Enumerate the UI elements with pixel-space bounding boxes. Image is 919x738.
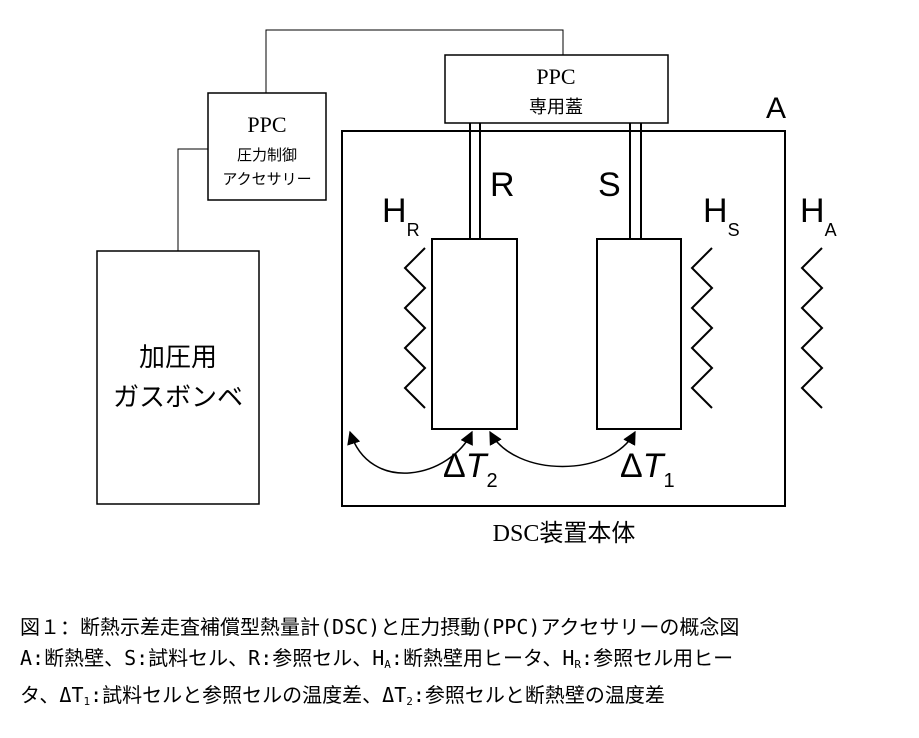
label-A: A [766, 92, 786, 125]
heater-A-label: HA [800, 192, 837, 240]
ppc-lid-box [444, 54, 669, 124]
sample-cell [596, 238, 682, 430]
ppc-controller-title: PPC [247, 112, 286, 137]
gas-cylinder-line2: ガスボンベ [113, 383, 243, 413]
label-R: R [490, 166, 515, 204]
caption-line-2-sub-b: R [574, 658, 582, 671]
dsc-body-label: DSC装置本体 [493, 520, 636, 547]
caption-line-2: A:断熱壁、S:試料セル、R:参照セル、HA:断熱壁用ヒータ、HR:参照セル用ヒ… [20, 643, 910, 680]
caption-line-1: 図１：断熱示差走査補償型熱量計(DSC)と圧力摂動(PPC)アクセサリーの概念図 [20, 615, 740, 639]
ppc-lid-subtitle: 専用蓋 [529, 97, 583, 118]
gas-cylinder-box [96, 250, 260, 505]
ppc-lid-title: PPC [536, 64, 575, 89]
gas-cylinder-line1: 加圧用 [139, 343, 217, 373]
delta-T2-label: ΔT2 [443, 447, 498, 492]
caption-line-2-sub-a: A [384, 658, 391, 671]
heater-R-label: HR [382, 192, 420, 240]
delta-T1-label: ΔT1 [620, 447, 675, 492]
dsc-ppc-diagram: PPC 専用蓋 PPC 圧力制御 アクセサリー 加圧用 ガスボンベ A R S … [96, 29, 837, 547]
caption-line-3: タ、ΔT1:試料セルと参照セルの温度差、ΔT2:参照セルと断熱壁の温度差 [20, 680, 910, 717]
caption-line-3-part-a: タ、ΔT [20, 683, 84, 707]
caption-line-3-part-c: :参照セルと断熱壁の温度差 [412, 683, 665, 707]
ppc-controller-line2: アクセサリー [222, 170, 311, 188]
ppc-controller-line1: 圧力制御 [237, 146, 297, 164]
caption-line-3-sub-b: 2 [406, 695, 413, 708]
heater-S-zigzag [690, 247, 714, 409]
reference-cell [431, 238, 518, 430]
dsc-body-adiabatic-wall [341, 130, 786, 507]
heater-S-label: HS [703, 192, 740, 240]
label-S: S [598, 166, 621, 204]
delta-T1-arrow [489, 430, 636, 468]
gas-line-lid-to-controller [265, 29, 564, 93]
caption-line-2-part-c: :参照セル用ヒー [581, 646, 734, 670]
heater-A-zigzag [800, 247, 824, 409]
figure-caption: 図１：断熱示差走査補償型熱量計(DSC)と圧力摂動(PPC)アクセサリーの概念図… [20, 612, 910, 717]
caption-line-2-part-b: :断熱壁用ヒータ、H [390, 646, 575, 670]
heater-R-zigzag [403, 247, 427, 409]
caption-line-3-part-b: :試料セルと参照セルの温度差、ΔT [90, 683, 407, 707]
caption-line-3-sub-a: 1 [83, 695, 91, 708]
delta-T2-arrow [347, 430, 473, 474]
gas-line-controller-to-cylinder [177, 148, 208, 251]
caption-line-2-part-a: A:断熱壁、S:試料セル、R:参照セル、H [20, 646, 385, 670]
ppc-controller-box [207, 92, 327, 201]
